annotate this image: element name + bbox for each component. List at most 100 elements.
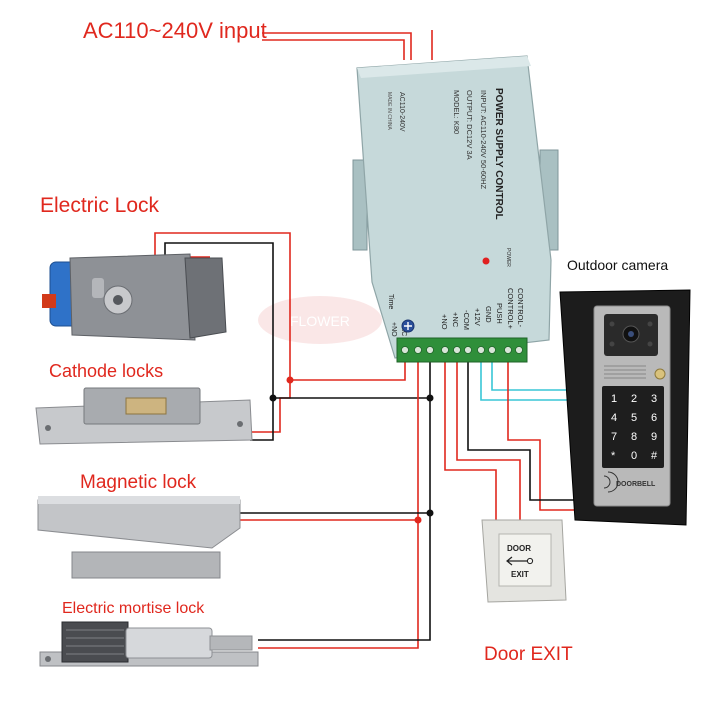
call-button-icon[interactable] xyxy=(654,368,666,380)
keypad-key[interactable]: 2 xyxy=(631,393,637,405)
terminal-label: PUSH xyxy=(495,303,504,324)
psu-title: POWER SUPPLY CONTROL xyxy=(493,88,504,220)
power-supply-box: POWER SUPPLY CONTROL INPUT: AC110-240V 5… xyxy=(352,55,559,363)
junction-black-2 xyxy=(426,394,434,402)
keypad-key[interactable]: 3 xyxy=(651,393,657,405)
terminal-screw-icon xyxy=(453,346,461,354)
mortise-lock-bolt xyxy=(209,635,253,651)
bus-red-down xyxy=(250,380,291,433)
ir-led-icon xyxy=(609,321,615,327)
junction-red-2 xyxy=(414,516,422,524)
psu-input-spec: INPUT: AC110-240V 50-60HZ xyxy=(479,90,488,189)
keypad-key[interactable]: 0 xyxy=(631,450,637,462)
psu-voltage-group: AC110-240V xyxy=(398,92,405,132)
magnetic-lock-body xyxy=(37,499,241,549)
power-led-label: POWER xyxy=(505,248,511,267)
cathode-lock-device xyxy=(35,387,253,445)
term-label-1-group: CONTROL+ xyxy=(506,288,515,330)
power-led-label-group: POWER xyxy=(505,248,511,267)
terminal-screw-icon xyxy=(464,346,472,354)
left-terminal-label: +NO xyxy=(390,322,397,337)
rail-black-main xyxy=(258,398,431,641)
cathode-lock-latch xyxy=(125,397,167,415)
mortise-lock-grid-icon xyxy=(66,629,124,655)
psu-input-spec-group: INPUT: AC110-240V 50-60HZ xyxy=(479,90,488,189)
electric-lock-knob xyxy=(92,278,104,298)
electric-lock-red-tab xyxy=(42,294,56,308)
electric-lock-label: Electric Lock xyxy=(40,194,160,217)
wires xyxy=(154,30,575,649)
mortise-lock-barrel xyxy=(125,627,213,659)
terminal-label: +NC xyxy=(451,312,460,328)
time-label-group: Time xyxy=(387,294,394,309)
screw-hole-icon xyxy=(45,656,51,662)
terminal-screw-icon xyxy=(414,346,422,354)
terminal-screw-icon xyxy=(477,346,485,354)
exit-button-exit-text: EXIT xyxy=(511,570,529,579)
psu-model: MODEL: K80 xyxy=(452,90,461,134)
ac-input-label: AC110~240V input xyxy=(83,18,267,43)
speaker-grille-icon xyxy=(604,365,646,379)
bus-black-down xyxy=(250,398,274,441)
left-term-label-1-group: +NO xyxy=(390,322,397,337)
psu-output-spec-group: OUTPUT: DC12V 3A xyxy=(465,90,474,160)
magnetic-lock-device xyxy=(37,496,241,579)
keypad-background xyxy=(602,386,664,468)
camera-lens-glass-icon xyxy=(628,331,634,337)
terminal-label: -COM xyxy=(462,310,471,330)
keypad-key[interactable]: # xyxy=(651,450,658,462)
junction-red-1 xyxy=(286,376,294,384)
keypad-key[interactable]: * xyxy=(611,450,616,462)
ir-led-icon xyxy=(647,321,653,327)
keypad-key[interactable]: 9 xyxy=(651,431,657,443)
terminal-screw-icon xyxy=(426,346,434,354)
keypad-key[interactable]: 1 xyxy=(611,393,617,405)
keypad-key[interactable]: 4 xyxy=(611,412,617,424)
term-label-4-group: +12V xyxy=(473,308,482,326)
mortise-lock-label: Electric mortise lock xyxy=(62,600,205,617)
keypad-key[interactable]: 5 xyxy=(631,412,637,424)
power-supply-top-edge xyxy=(357,56,531,78)
magnetic-lock-armature xyxy=(71,551,221,579)
bus-red-horizontal xyxy=(290,362,406,381)
term-label-2-group: PUSH xyxy=(495,303,504,324)
term-label-7-group: +NO xyxy=(440,314,449,330)
camera-keypad: 1 2 3 4 5 6 7 8 9 * 0 # xyxy=(602,386,664,468)
magnetic-lock-top-edge xyxy=(38,496,240,504)
junction-black-3 xyxy=(426,509,434,517)
key-ring-icon xyxy=(526,557,534,565)
keyhole-icon xyxy=(113,295,123,305)
terminal-screw-icon xyxy=(504,346,512,354)
psu-voltage: AC110-240V xyxy=(398,92,405,132)
time-adjust-cross-icon xyxy=(404,322,412,330)
terminal-label: CONTROL+ xyxy=(506,288,515,330)
rfid-icon xyxy=(603,471,619,493)
term-label-6-group: +NC xyxy=(451,312,460,328)
keypad-key[interactable]: 8 xyxy=(631,431,637,443)
term-label-0-group: CONTROL- xyxy=(516,288,525,328)
electric-lock-device xyxy=(42,253,227,341)
power-supply-label: POWER SUPPLY CONTROL xyxy=(493,88,504,220)
psu-made-in: MADE IN CHINA xyxy=(386,92,392,130)
ir-led-icon xyxy=(647,341,653,347)
terminal-screw-icon xyxy=(401,346,409,354)
ir-led-icon xyxy=(609,341,615,347)
terminal-screw-icon xyxy=(441,346,449,354)
psu-made-in-group: MADE IN CHINA xyxy=(386,92,392,130)
screw-hole-icon xyxy=(237,421,243,427)
keypad-key[interactable]: 7 xyxy=(611,431,617,443)
watermark-text: FLOWER xyxy=(290,313,350,329)
terminal-label: GND xyxy=(484,306,493,323)
psu-model-group: MODEL: K80 xyxy=(452,90,461,134)
terminal-label: CONTROL- xyxy=(516,288,525,328)
outdoor-camera-label: Outdoor camera xyxy=(567,257,669,273)
electric-lock-bolt-plate xyxy=(184,257,227,339)
terminal-screw-icon xyxy=(488,346,496,354)
door-exit-button-device: DOOR EXIT xyxy=(481,519,567,603)
terminal-label: +NO xyxy=(440,314,449,330)
screw-hole-icon xyxy=(45,425,51,431)
cathode-locks-label: Cathode locks xyxy=(49,361,164,381)
keypad-key[interactable]: 6 xyxy=(651,412,657,424)
camera-wire-red xyxy=(507,362,575,511)
camera-wire-black xyxy=(467,362,575,501)
